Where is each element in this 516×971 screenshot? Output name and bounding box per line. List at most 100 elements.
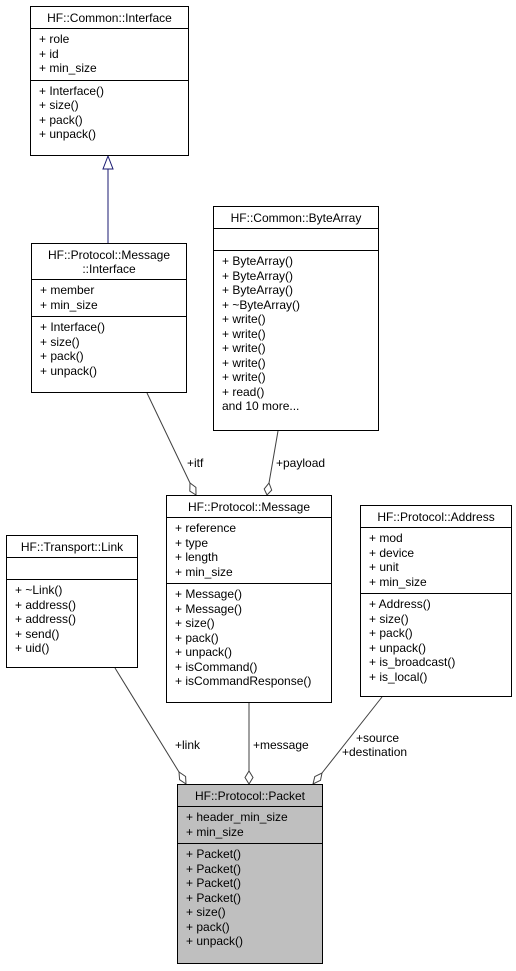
method: + Address() [369,597,431,611]
method: + unpack() [369,640,427,655]
edge-label-destination: +destination [342,745,408,759]
method: + isCommandResponse() [175,674,312,688]
method: + size() [369,611,409,626]
class-message-interface[interactable]: HF::Protocol::Message ::Interface + memb… [31,243,187,393]
class-attributes: + member + min_size [32,280,186,316]
attribute: + id [39,46,59,61]
class-common-interface[interactable]: HF::Common::Interface + role + id + min_… [30,6,189,156]
class-title: HF::Common::Interface [31,7,188,29]
method: + pack() [369,626,413,640]
attribute: + length [175,550,219,564]
class-title: HF::Protocol::Address [361,506,511,528]
method: + Message() [175,587,243,601]
itf-edge [146,392,191,484]
attribute: + device [369,545,415,560]
payload-diamond [263,482,273,496]
method: + address() [15,597,77,612]
method: + Packet() [186,876,242,890]
method: + pack() [175,630,219,645]
method: + ~ByteArray() [222,297,301,312]
method: + send() [15,626,60,641]
method: + Message() [175,601,243,616]
method: + unpack() [40,363,98,378]
class-protocol-address[interactable]: HF::Protocol::Address + mod + device + u… [360,505,512,697]
method: + read() [222,384,265,399]
message-diamond [244,770,254,785]
class-methods: + Message() + Message() + size() + pack(… [167,583,331,693]
class-title: HF::Protocol::Message ::Interface [32,244,186,280]
class-methods: + Packet() + Packet() + Packet() + Packe… [178,843,322,953]
method: + size() [40,334,80,349]
class-attributes [214,229,378,250]
method: + Interface() [40,320,106,334]
class-attributes [7,558,137,579]
attribute: + reference [175,521,237,535]
attribute: + min_size [175,564,233,579]
method: + unpack() [175,645,233,659]
attribute: + unit [369,560,399,574]
method: + write() [222,355,266,370]
class-protocol-packet[interactable]: HF::Protocol::Packet + header_min_size +… [177,784,323,964]
method: + Interface() [39,83,105,98]
method: + size() [186,905,226,919]
attribute: + role [39,32,70,46]
attribute: + min_size [40,297,98,312]
class-protocol-message[interactable]: HF::Protocol::Message + reference + type… [166,495,332,703]
method: + unpack() [39,127,97,141]
link-edge [114,667,180,773]
more-methods: and 10 more... [222,399,300,413]
method: + size() [39,98,79,112]
address-diamond [312,772,323,785]
method: + ByteArray() [222,254,294,268]
attribute: + mod [369,531,403,545]
attribute: + min_size [39,61,97,75]
edge-label-payload: +payload [276,456,326,470]
class-methods: + ByteArray() + ByteArray() + ByteArray(… [214,250,378,418]
class-methods: + ~Link() + address() + address() + send… [7,579,137,660]
class-attributes: + mod + device + unit + min_size [361,528,511,593]
attribute: + header_min_size [186,810,288,824]
method: + Packet() [186,847,242,861]
method: + write() [222,326,266,341]
attribute: + min_size [186,824,244,839]
method: + write() [222,312,266,326]
method: + pack() [40,349,84,363]
class-attributes: + role + id + min_size [31,29,188,80]
attribute: + type [175,535,209,550]
class-transport-link[interactable]: HF::Transport::Link + ~Link() + address(… [6,535,138,668]
method: + write() [222,341,266,355]
method: + write() [222,370,266,384]
class-attributes: + header_min_size + min_size [178,807,322,843]
method: + ByteArray() [222,268,294,283]
class-title: HF::Common::ByteArray [214,207,378,229]
itf-diamond [189,482,197,496]
link-diamond [178,770,187,785]
method: + is_broadcast() [369,655,456,669]
attribute: + min_size [369,574,427,589]
class-common-bytearray[interactable]: HF::Common::ByteArray + ByteArray() + By… [213,206,379,431]
payload-edge [268,430,279,484]
edge-label-itf: +itf [187,456,204,470]
address-edge [321,696,383,774]
class-title: HF::Protocol::Packet [178,785,322,807]
class-methods: + Interface() + size() + pack() + unpack… [32,316,186,382]
class-title: HF::Transport::Link [7,536,137,558]
method: + Packet() [186,861,242,876]
class-methods: + Interface() + size() + pack() + unpack… [31,79,188,146]
class-title: HF::Protocol::Message [167,496,331,518]
class-methods: + Address() + size() + pack() + unpack()… [361,593,511,688]
inheritance-arrowhead [102,154,114,170]
edge-label-message: +message [253,738,309,752]
method: + address() [15,612,77,626]
class-attributes: + reference + type + length + min_size [167,518,331,583]
method: + ByteArray() [222,283,294,297]
method: + unpack() [186,934,244,948]
edge-label-link: +link [175,738,201,752]
method: + uid() [15,641,50,655]
method: + pack() [39,112,83,127]
method: + size() [175,616,215,630]
method: + Packet() [186,890,242,905]
method: + pack() [186,919,230,934]
method: + isCommand() [175,659,258,674]
